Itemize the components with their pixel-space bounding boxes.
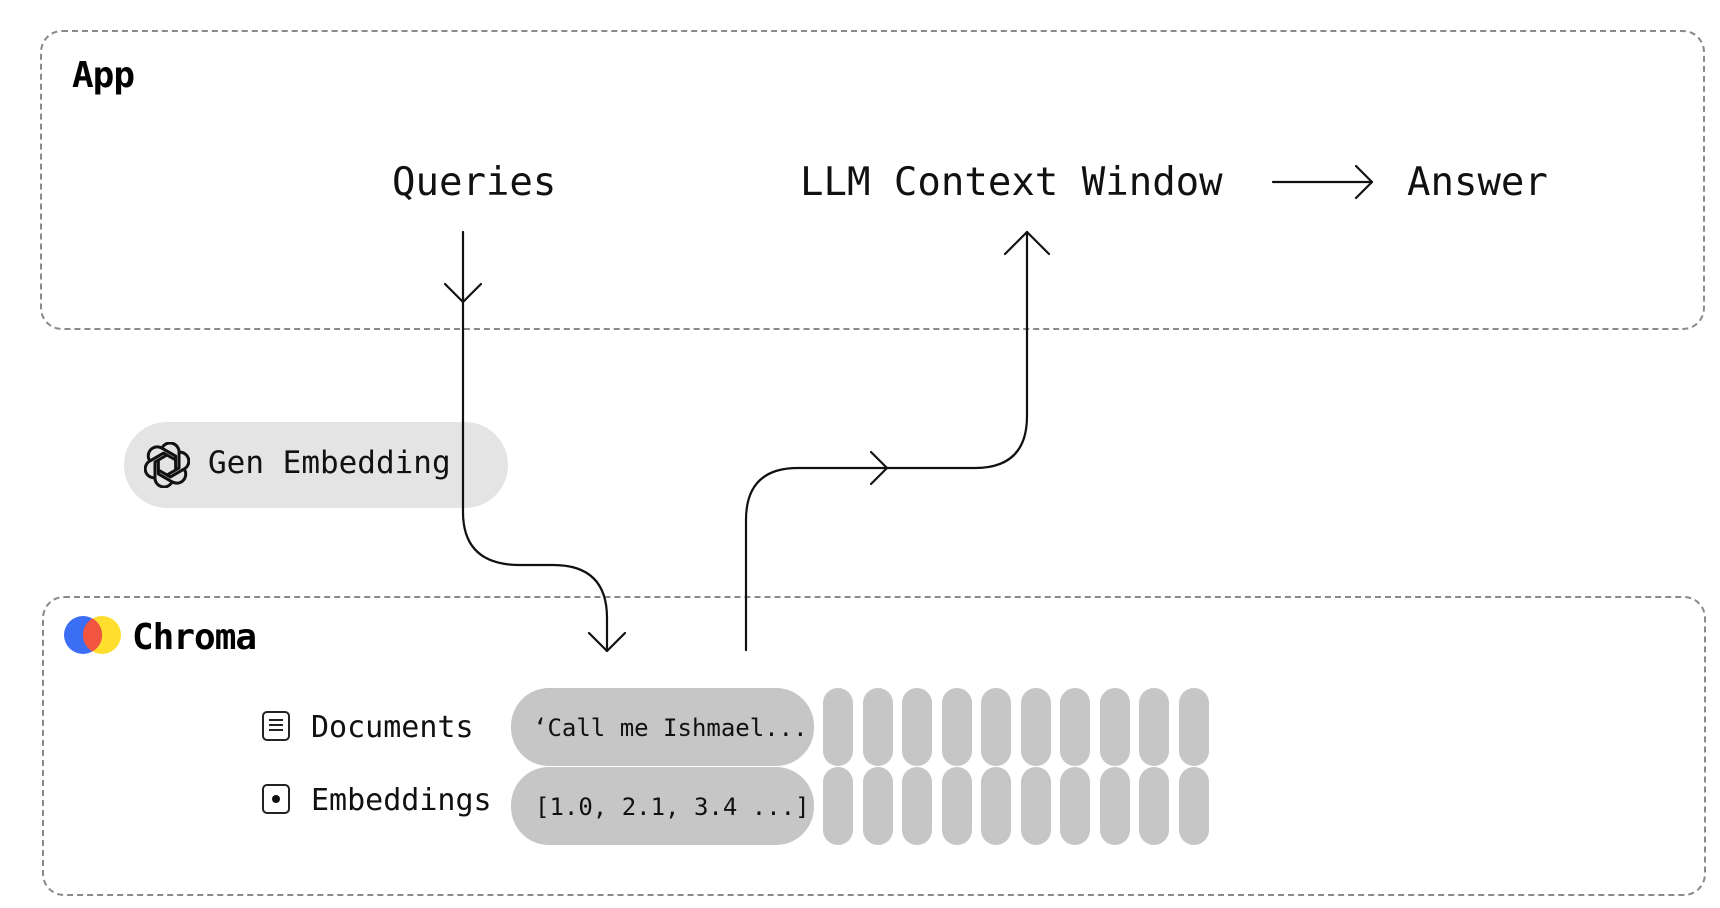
record-column-bottom xyxy=(1179,767,1209,845)
record-column-top xyxy=(1179,688,1209,766)
record-column-bottom xyxy=(981,767,1011,845)
record-column-bottom xyxy=(863,767,893,845)
document-record-pill: ‘Call me Ishmael... xyxy=(511,688,814,766)
record-column-bottom xyxy=(942,767,972,845)
record-column-top xyxy=(1100,688,1130,766)
documents-label: Documents xyxy=(311,710,474,745)
record-column-top xyxy=(1139,688,1169,766)
record-column-top xyxy=(1060,688,1090,766)
record-column-bottom xyxy=(823,767,853,845)
embedding-record-pill: [1.0, 2.1, 3.4 ...] xyxy=(511,767,814,845)
chroma-logo-red xyxy=(82,618,103,652)
queries-label: Queries xyxy=(392,160,557,205)
record-column-top xyxy=(942,688,972,766)
record-column-top xyxy=(823,688,853,766)
openai-icon xyxy=(144,442,190,488)
record-column-top xyxy=(902,688,932,766)
embeddings-label: Embeddings xyxy=(311,783,492,818)
record-column-top xyxy=(981,688,1011,766)
record-column-bottom xyxy=(1100,767,1130,845)
chroma-logo xyxy=(64,616,121,654)
record-column-bottom xyxy=(1021,767,1051,845)
answer-label: Answer xyxy=(1407,160,1548,205)
app-title: App xyxy=(72,55,135,96)
embedding-icon xyxy=(262,784,290,814)
record-column-bottom xyxy=(902,767,932,845)
record-column-bottom xyxy=(1139,767,1169,845)
record-column-top xyxy=(1021,688,1051,766)
gen-embedding-pill: Gen Embedding xyxy=(124,422,508,508)
context-window-label: LLM Context Window xyxy=(800,160,1223,205)
record-column-top xyxy=(863,688,893,766)
gen-embedding-label: Gen Embedding xyxy=(208,445,451,481)
document-icon xyxy=(262,711,290,741)
chroma-title: Chroma xyxy=(132,617,257,658)
context-mid-arrowhead xyxy=(869,450,889,486)
record-column-bottom xyxy=(1060,767,1090,845)
embedding-record-text: [1.0, 2.1, 3.4 ...] xyxy=(535,793,810,821)
document-record-text: ‘Call me Ishmael... xyxy=(533,714,808,742)
